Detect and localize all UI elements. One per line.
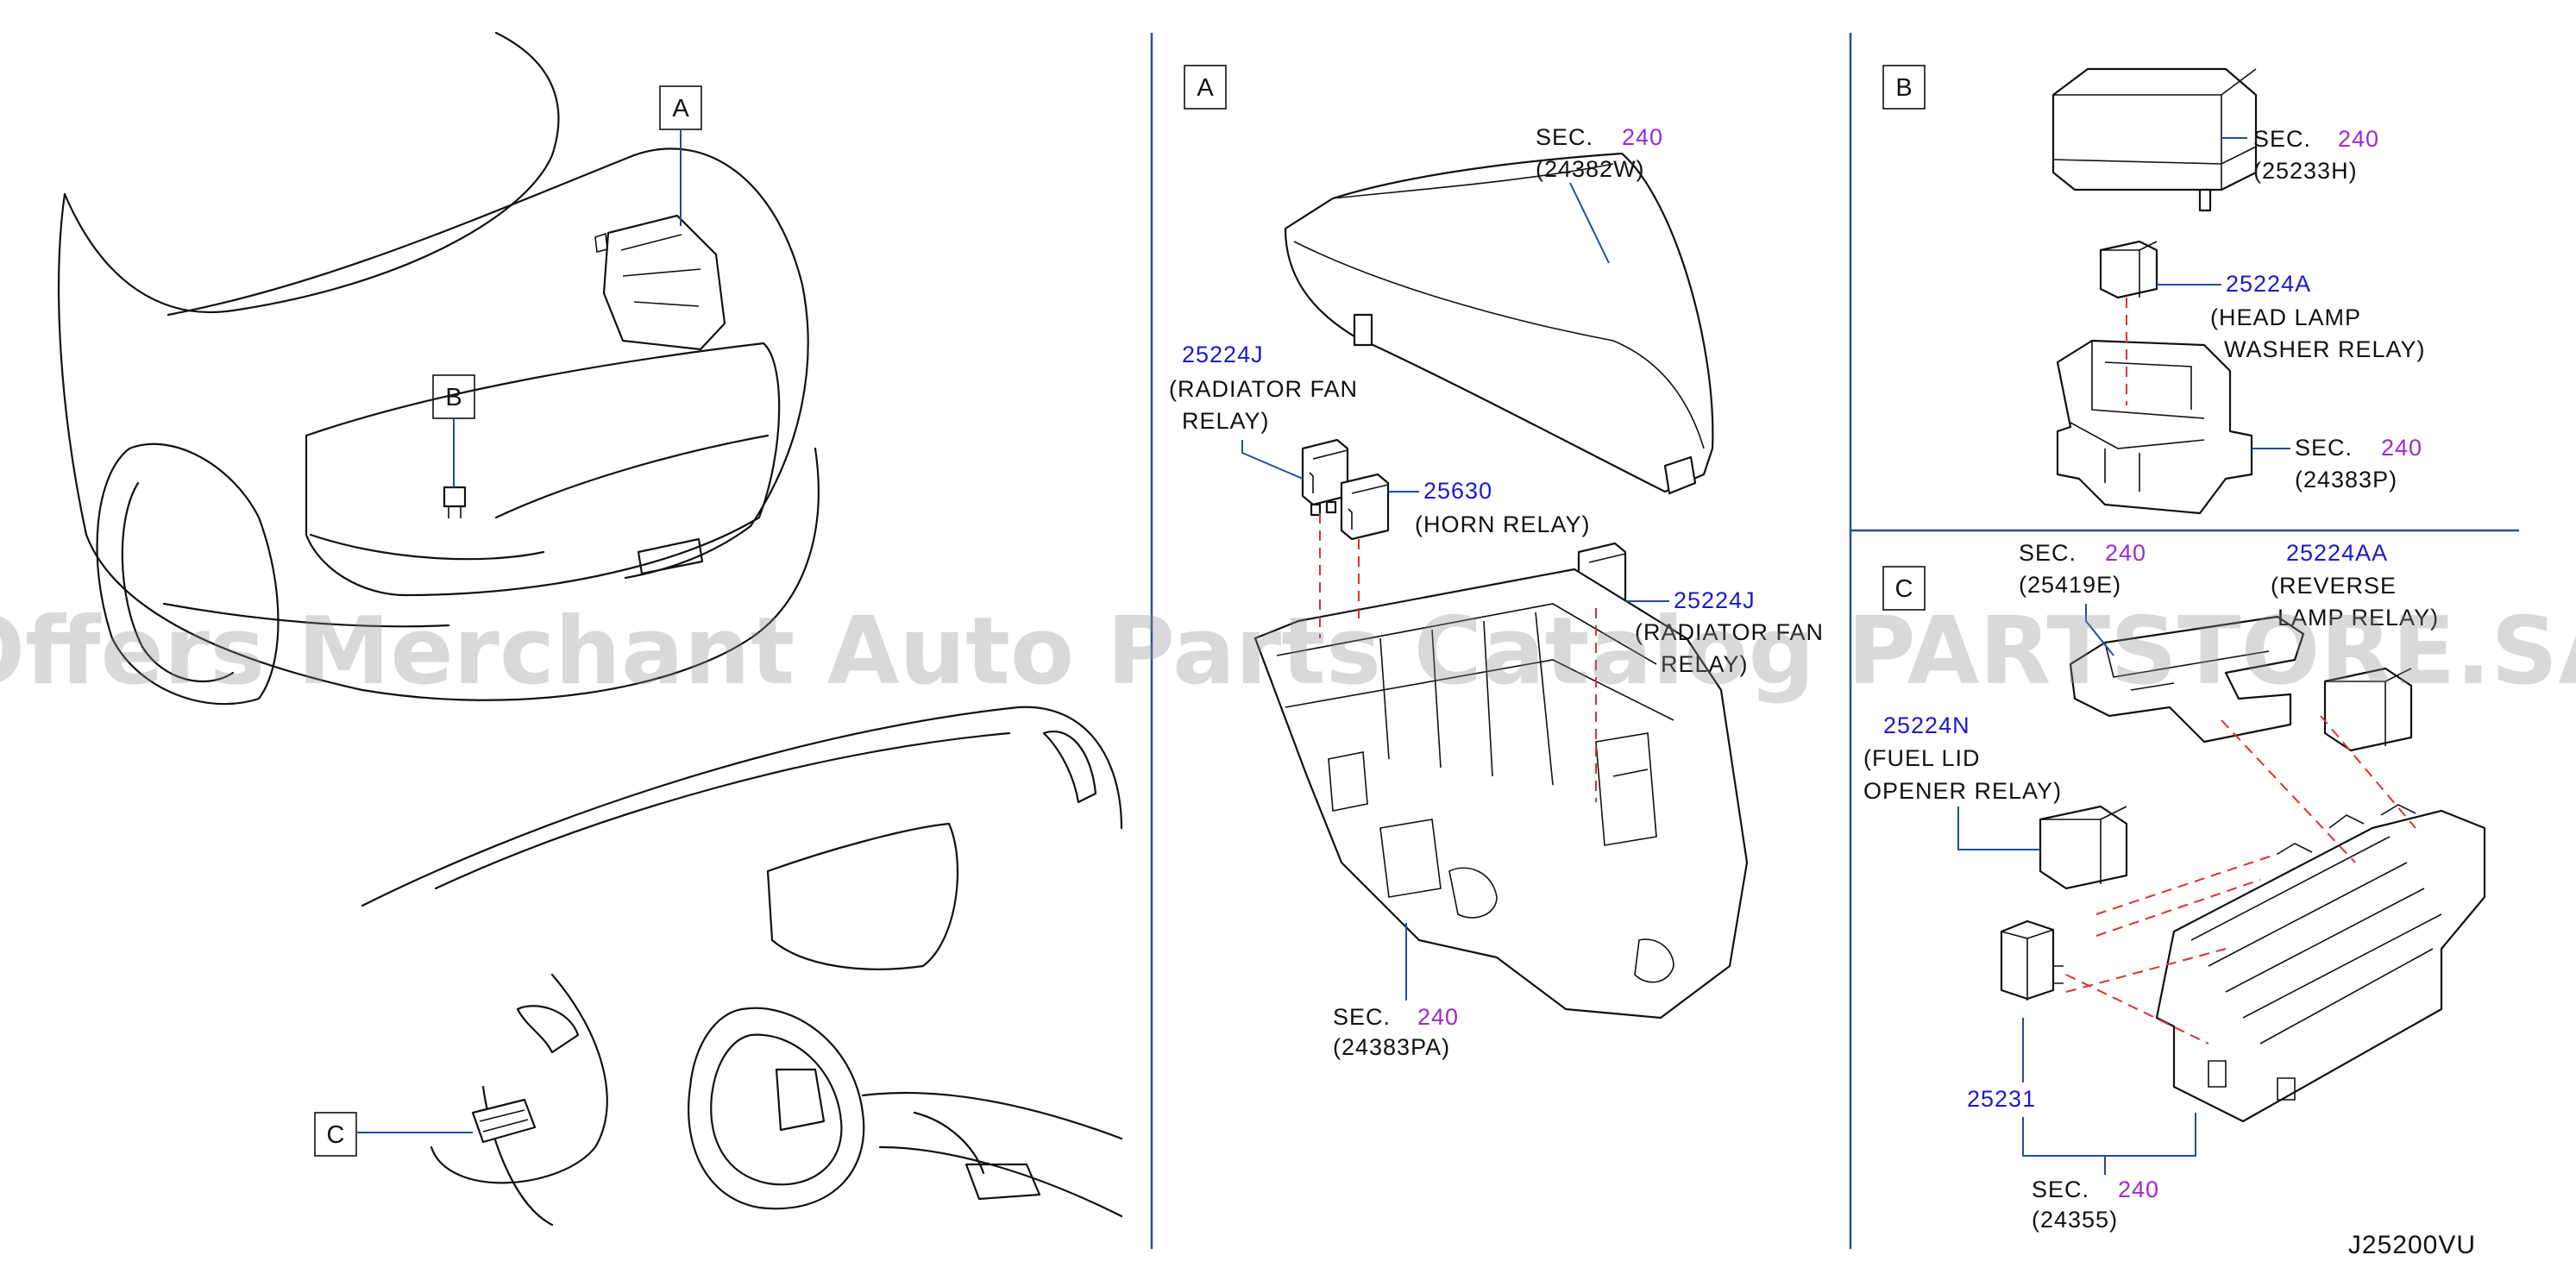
svg-text:(HEAD LAMP: (HEAD LAMP xyxy=(2210,304,2361,330)
label-cover-a: SEC. 240 (24382W) xyxy=(1536,124,1663,264)
svg-text:25224N: 25224N xyxy=(1883,712,1970,738)
svg-text:240: 240 xyxy=(2105,540,2146,566)
svg-text:OPENER RELAY): OPENER RELAY) xyxy=(1863,778,2062,804)
horn-relay xyxy=(1340,473,1390,541)
label-reverse-lamp-relay: 25224AA (REVERSE LAMP RELAY) xyxy=(2271,540,2439,631)
svg-text:25224A: 25224A xyxy=(2226,271,2311,297)
vehicle-front-illustration xyxy=(58,31,820,706)
svg-text:240: 240 xyxy=(1417,1004,1459,1030)
svg-text:(25419E): (25419E) xyxy=(2019,572,2121,598)
svg-text:SEC.: SEC. xyxy=(1333,1004,1391,1030)
svg-text:C: C xyxy=(327,1121,345,1149)
svg-text:RELAY): RELAY) xyxy=(1182,408,1270,434)
relay-cover-b xyxy=(2051,67,2258,212)
label-fuel-lid-relay: 25224N (FUEL LID OPENER RELAY) xyxy=(1863,712,2062,850)
label-relay-bracket-c: SEC. 240 (25419E) xyxy=(2019,540,2146,656)
svg-text:SEC.: SEC. xyxy=(1536,124,1593,150)
svg-text:B: B xyxy=(1895,74,1912,102)
panel-c-fitment-lines xyxy=(2065,715,2416,1045)
label-relay-bracket-b: SEC. 240 (24383P) xyxy=(2252,435,2422,493)
hood-relay-location xyxy=(443,486,467,518)
flasher-unit xyxy=(2000,919,2064,1001)
svg-text:240: 240 xyxy=(2381,435,2422,461)
svg-text:25224AA: 25224AA xyxy=(2286,540,2388,566)
svg-text:SEC.: SEC. xyxy=(2295,435,2353,461)
label-relay-box-a: SEC. 240 (24383PA) xyxy=(1333,923,1459,1060)
panel-a-fitment-lines xyxy=(1319,513,1597,802)
reverse-lamp-relay xyxy=(2323,667,2413,752)
svg-text:(RADIATOR FAN: (RADIATOR FAN xyxy=(1169,376,1358,402)
svg-text:WASHER RELAY): WASHER RELAY) xyxy=(2224,336,2426,362)
callout-c-overview: C xyxy=(314,1112,473,1157)
dash-relay-location xyxy=(471,1098,537,1144)
panel-c-label: C xyxy=(1882,566,1926,611)
svg-text:C: C xyxy=(1895,575,1913,603)
svg-text:(RADIATOR FAN: (RADIATOR FAN xyxy=(1635,619,1824,645)
svg-text:240: 240 xyxy=(2338,126,2379,152)
svg-text:(24355): (24355) xyxy=(2032,1207,2118,1233)
svg-text:240: 240 xyxy=(2118,1176,2159,1202)
svg-text:A: A xyxy=(672,95,689,122)
callout-a-overview: A xyxy=(659,85,702,226)
callout-b-overview: B xyxy=(432,374,475,487)
label-radiator-relay-2: 25224J (RADIATOR FAN RELAY) xyxy=(1626,587,1824,677)
svg-text:25630: 25630 xyxy=(1423,478,1492,504)
relay-bracket-c xyxy=(2069,615,2305,744)
svg-text:B: B xyxy=(445,384,462,411)
label-fuse-block-c: SEC. 240 (24355) xyxy=(2022,1113,2196,1233)
panel-b-label: B xyxy=(1882,65,1926,110)
svg-text:25224J: 25224J xyxy=(1182,342,1264,367)
relay-bracket-b xyxy=(2056,339,2253,515)
svg-text:(FUEL LID: (FUEL LID xyxy=(1863,745,1981,771)
label-horn-relay: 25630 (HORN RELAY) xyxy=(1389,478,1591,537)
svg-text:(24383PA): (24383PA) xyxy=(1333,1034,1450,1060)
label-flasher-unit: 25231 xyxy=(1967,1018,2036,1112)
diagram-code: J25200VU xyxy=(2348,1231,2476,1259)
panel-a-label: A xyxy=(1184,65,1227,110)
svg-text:SEC.: SEC. xyxy=(2032,1176,2089,1202)
svg-text:25231: 25231 xyxy=(1967,1086,2036,1112)
label-relay-cover-b: SEC. 240 (25233H) xyxy=(2221,126,2379,184)
label-head-lamp-relay: 25224A (HEAD LAMP WASHER RELAY) xyxy=(2157,271,2426,362)
label-radiator-relay-1: 25224J (RADIATOR FAN RELAY) xyxy=(1169,342,1358,480)
dashboard-illustration xyxy=(361,706,1123,1227)
svg-text:(HORN RELAY): (HORN RELAY) xyxy=(1415,511,1591,537)
svg-text:(REVERSE: (REVERSE xyxy=(2271,573,2397,599)
svg-text:(24382W): (24382W) xyxy=(1536,156,1645,182)
svg-text:A: A xyxy=(1197,74,1214,102)
fuse-block-c xyxy=(2155,804,2486,1123)
svg-text:25224J: 25224J xyxy=(1674,587,1756,613)
svg-text:RELAY): RELAY) xyxy=(1661,651,1749,677)
svg-text:SEC.: SEC. xyxy=(2253,126,2311,152)
engine-relay-box-location xyxy=(594,214,726,351)
head-lamp-washer-relay xyxy=(2099,240,2158,299)
svg-text:(24383P): (24383P) xyxy=(2295,467,2397,493)
panel-separators xyxy=(1150,33,2519,1249)
svg-text:240: 240 xyxy=(1622,124,1663,150)
fuel-lid-opener-relay xyxy=(2039,805,2128,890)
fuse-box-cover xyxy=(1284,152,1714,495)
svg-text:(25233H): (25233H) xyxy=(2253,158,2358,184)
relay-box-body xyxy=(1253,568,1749,1020)
svg-text:SEC.: SEC. xyxy=(2019,540,2077,566)
watermark: Offers Merchant Auto Parts Catalog PARTS… xyxy=(0,598,2576,706)
svg-text:LAMP RELAY): LAMP RELAY) xyxy=(2278,605,2439,631)
